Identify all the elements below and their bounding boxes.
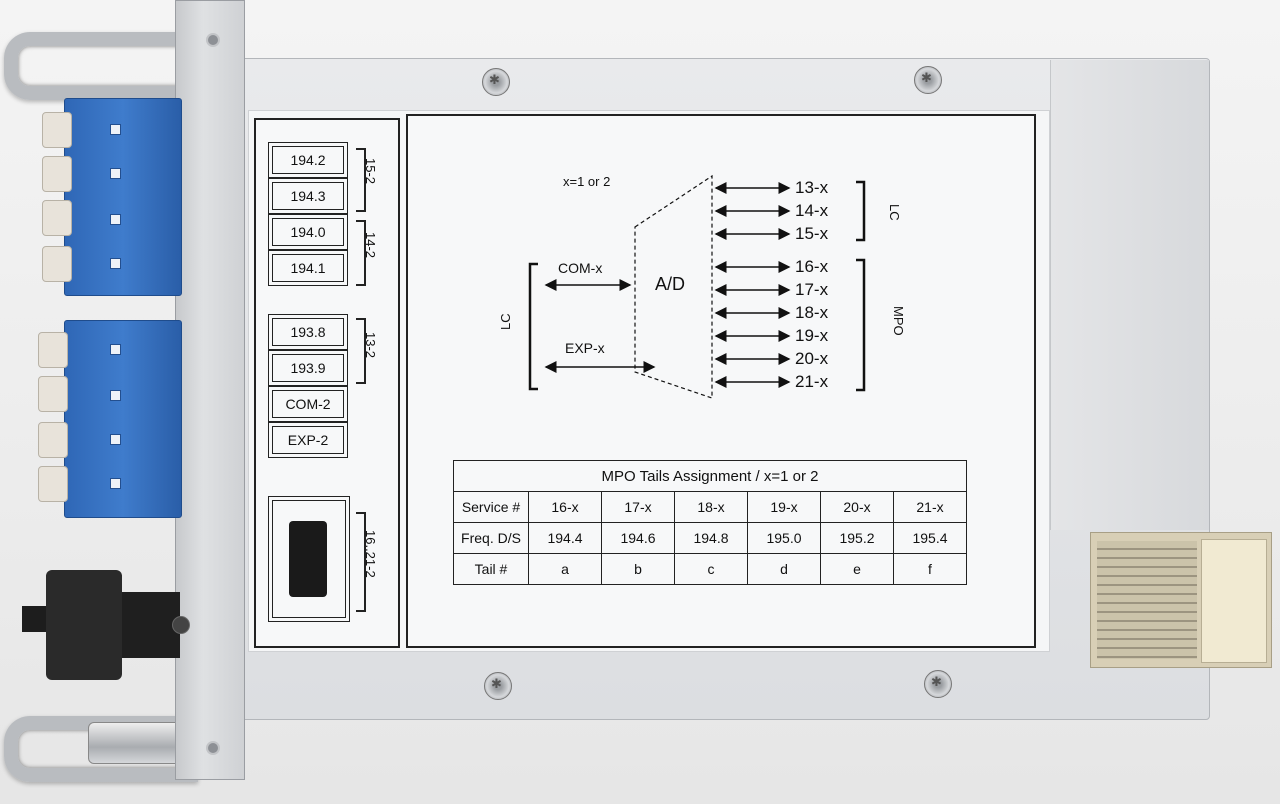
exp-2-box: EXP-2 bbox=[268, 422, 348, 458]
table-cell: 17-x bbox=[601, 491, 675, 523]
mpo-port-window bbox=[289, 521, 327, 597]
lc-plug-8[interactable] bbox=[38, 466, 68, 502]
housing-rear-block bbox=[1050, 60, 1209, 530]
port-label-16: 16-x bbox=[795, 257, 829, 276]
diagram-note: x=1 or 2 bbox=[563, 174, 611, 189]
port-label-19: 19-x bbox=[795, 326, 829, 345]
housing-screw-bottom-left bbox=[484, 672, 512, 700]
port-label-17: 17-x bbox=[795, 280, 829, 299]
table-cell: 195.0 bbox=[747, 522, 821, 554]
lc-latch-5 bbox=[110, 344, 121, 355]
top-handle[interactable] bbox=[4, 32, 198, 100]
ad-trapezoid bbox=[634, 174, 713, 399]
table-cell: 194.8 bbox=[674, 522, 748, 554]
lc-plug-1[interactable] bbox=[42, 112, 72, 148]
table-cell: 195.4 bbox=[893, 522, 967, 554]
mpo-connector[interactable] bbox=[22, 570, 190, 680]
lc-plug-3[interactable] bbox=[42, 200, 72, 236]
com-label: COM-x bbox=[558, 260, 603, 276]
table-cell: e bbox=[820, 553, 894, 585]
table-cell: 20-x bbox=[820, 491, 894, 523]
port-label-15: 15-x bbox=[795, 224, 829, 243]
port-label-panel: 194.2 194.3 194.0 194.1 193.8 193.9 COM-… bbox=[254, 118, 400, 648]
port-label-18: 18-x bbox=[795, 303, 829, 322]
faceplate-screw-bottom bbox=[206, 741, 220, 755]
table-cell: Tail # bbox=[453, 553, 529, 585]
table-cell: 194.6 bbox=[601, 522, 675, 554]
table-cell: c bbox=[674, 553, 748, 585]
faceplate bbox=[175, 0, 245, 780]
freq-box-1942: 194.2 bbox=[268, 142, 348, 178]
lc-plug-7[interactable] bbox=[38, 422, 68, 458]
table-cell: f bbox=[893, 553, 967, 585]
housing-screw-bottom-right bbox=[924, 670, 952, 698]
table-cell: d bbox=[747, 553, 821, 585]
group-label-14-2: 14-2 bbox=[363, 232, 378, 259]
right-mpo-bracket bbox=[856, 258, 866, 392]
bracket-15-2 bbox=[356, 148, 366, 212]
bracket-16-21-2 bbox=[356, 512, 366, 612]
lc-latch-2 bbox=[110, 168, 121, 179]
lc-latch-8 bbox=[110, 478, 121, 489]
table-cell: 19-x bbox=[747, 491, 821, 523]
lc-adapter-block-top[interactable] bbox=[64, 98, 182, 296]
table-cell: 21-x bbox=[893, 491, 967, 523]
lc-latch-4 bbox=[110, 258, 121, 269]
lc-latch-1 bbox=[110, 124, 121, 135]
port-label-14: 14-x bbox=[795, 201, 829, 220]
right-lc-label: LC bbox=[887, 204, 902, 221]
table-row: Tail # a b c d e f bbox=[453, 553, 967, 585]
lc-plug-4[interactable] bbox=[42, 246, 72, 282]
exp-label: EXP-x bbox=[565, 340, 605, 356]
group-label-13-2: 13-2 bbox=[363, 332, 378, 359]
port-label-13: 13-x bbox=[795, 178, 829, 197]
freq-box-1941: 194.1 bbox=[268, 250, 348, 286]
freq-box-1938: 193.8 bbox=[268, 314, 348, 350]
lc-plug-2[interactable] bbox=[42, 156, 72, 192]
table-row: Freq. D/S 194.4 194.6 194.8 195.0 195.2 … bbox=[453, 522, 967, 554]
freq-box-1940: 194.0 bbox=[268, 214, 348, 250]
table-cell: 18-x bbox=[674, 491, 748, 523]
table-row: Service # 16-x 17-x 18-x 19-x 20-x 21-x bbox=[453, 491, 967, 523]
lc-plug-5[interactable] bbox=[38, 332, 68, 368]
group-label-15-2: 15-2 bbox=[363, 158, 378, 185]
lc-plug-6[interactable] bbox=[38, 376, 68, 412]
table-cell: 16-x bbox=[528, 491, 602, 523]
backplane-connector bbox=[1090, 532, 1272, 668]
table-cell: a bbox=[528, 553, 602, 585]
table-cell: Service # bbox=[453, 491, 529, 523]
bracket-13-2 bbox=[356, 318, 366, 384]
housing-screw-top-left bbox=[482, 68, 510, 96]
table-title: MPO Tails Assignment / x=1 or 2 bbox=[453, 460, 967, 492]
table-cell: 194.4 bbox=[528, 522, 602, 554]
freq-box-1939: 193.9 bbox=[268, 350, 348, 386]
left-lc-label: LC bbox=[498, 313, 513, 330]
left-lc-bracket bbox=[528, 262, 538, 391]
group-label-16-21-2: 16..21-2 bbox=[363, 530, 378, 578]
lc-latch-7 bbox=[110, 434, 121, 445]
com-2-box: COM-2 bbox=[268, 386, 348, 422]
housing-screw-top-right bbox=[914, 66, 942, 94]
table-cell: Freq. D/S bbox=[453, 522, 529, 554]
mpo-port-box bbox=[268, 496, 350, 622]
lc-latch-6 bbox=[110, 390, 121, 401]
ad-label: A/D bbox=[655, 274, 686, 294]
bracket-14-2 bbox=[356, 220, 366, 286]
port-label-20: 20-x bbox=[795, 349, 829, 368]
schematic-drawing bbox=[528, 174, 866, 399]
table-cell: b bbox=[601, 553, 675, 585]
mpo-tails-table: MPO Tails Assignment / x=1 or 2 Service … bbox=[453, 460, 967, 585]
table-title-row: MPO Tails Assignment / x=1 or 2 bbox=[453, 460, 967, 492]
lc-latch-3 bbox=[110, 214, 121, 225]
port-label-21: 21-x bbox=[795, 372, 829, 391]
right-mpo-label: MPO bbox=[891, 306, 906, 336]
lc-adapter-block-bottom[interactable] bbox=[64, 320, 182, 518]
freq-box-1943: 194.3 bbox=[268, 178, 348, 214]
right-lc-bracket bbox=[856, 180, 866, 242]
faceplate-screw-top bbox=[206, 33, 220, 47]
table-cell: 195.2 bbox=[820, 522, 894, 554]
